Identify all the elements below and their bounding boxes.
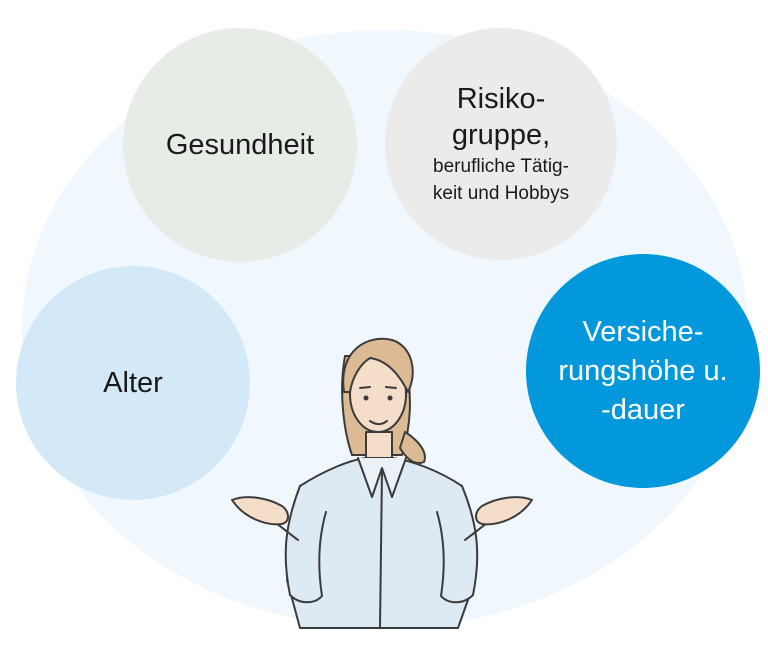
bubble-versicherungshoehe-line3: -dauer (601, 393, 685, 426)
bubble-risikogruppe-line2: gruppe, (451, 119, 551, 151)
bubble-alter: Alter (16, 266, 250, 500)
bubble-risikogruppe: Risiko- gruppe, berufliche Tätig- keit u… (385, 28, 617, 260)
bubble-risikogruppe-line3: berufliche Tätig- (433, 156, 569, 177)
bubble-gesundheit: Gesundheit (123, 28, 357, 262)
bubble-risikogruppe-line4: keit und Hobbys (432, 183, 570, 204)
bubble-gesundheit-label: Gesundheit (165, 129, 315, 161)
bubble-versicherungshoehe: Versiche- rungshöhe u. -dauer (526, 254, 760, 488)
bubble-alter-label: Alter (103, 367, 163, 399)
bubble-versicherungshoehe-line1: Versiche- (582, 315, 704, 348)
bubble-risikogruppe-line1: Risiko- (456, 83, 546, 115)
bubble-versicherungshoehe-line2: rungshöhe u. (558, 354, 728, 387)
